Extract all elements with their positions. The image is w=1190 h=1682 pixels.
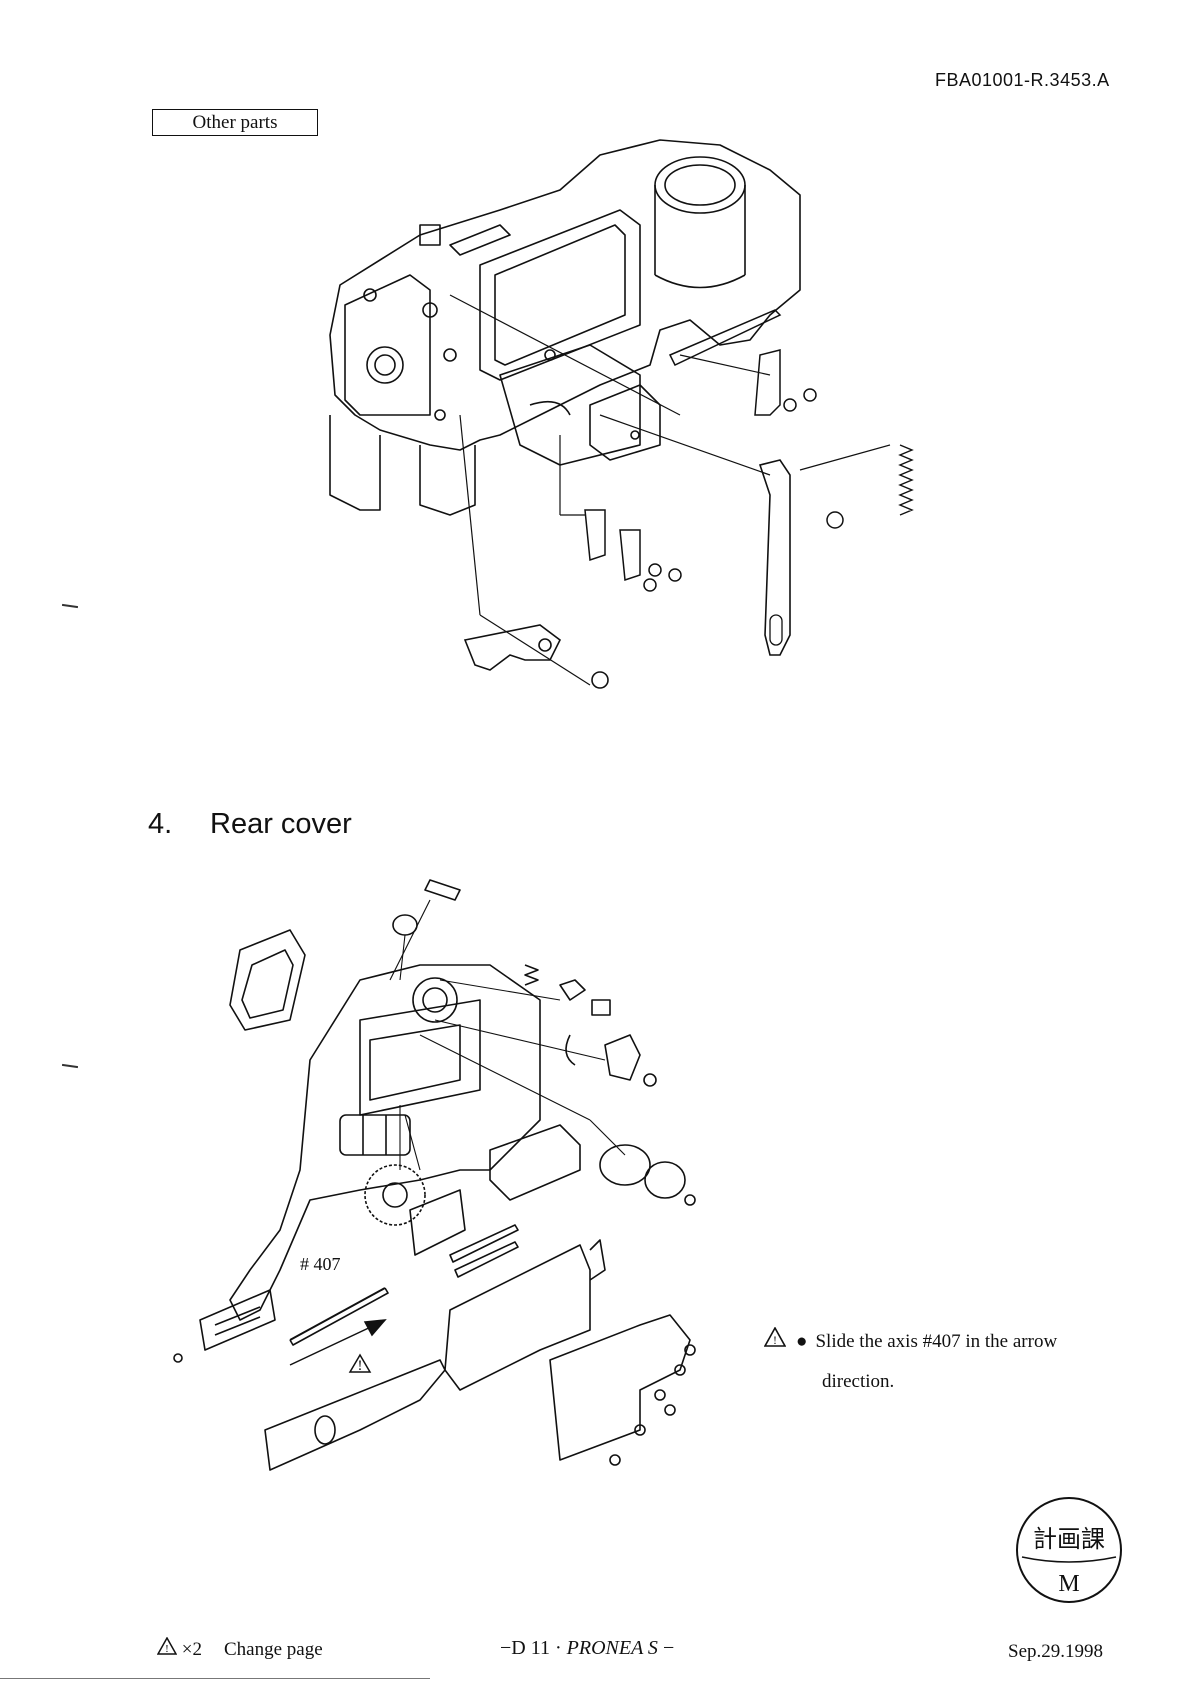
coil-spring: [900, 445, 912, 515]
section-heading: 4.Rear cover: [148, 808, 352, 841]
camera-body-outline: [330, 140, 800, 450]
contact-plate: [585, 510, 605, 560]
section-title: Rear cover: [210, 808, 352, 840]
note-line-2: direction.: [764, 1362, 1144, 1402]
bottom-rule: [0, 1678, 430, 1679]
release-lever: [465, 625, 560, 670]
document-code: FBA01001-R.3453.A: [935, 70, 1110, 91]
bracket-part: [755, 350, 780, 415]
footer-date: Sep.29.1998: [1008, 1641, 1103, 1663]
rear-cover-frame: [230, 965, 540, 1320]
flex-strip: [265, 1360, 445, 1470]
section-number: 4.: [148, 808, 210, 841]
mode-dial: [413, 978, 457, 1022]
dial-disc: [600, 1145, 650, 1185]
direction-arrow: [290, 1320, 385, 1365]
page-suffix: −: [658, 1637, 674, 1659]
svg-text:計画課: 計画課: [1033, 1525, 1105, 1553]
approval-stamp: 計画課 M: [1014, 1495, 1124, 1605]
rear-cover-diagram: ! # 407: [160, 870, 780, 1590]
eyecup: [230, 930, 305, 1030]
footer-page-number: −D 11 · PRONEA S −: [500, 1637, 674, 1660]
page-number: −D 11 ·: [500, 1637, 567, 1659]
warning-triangle-icon: !: [350, 1355, 370, 1374]
bullet-icon: ●: [796, 1322, 807, 1362]
svg-text:!: !: [358, 1358, 363, 1374]
warning-triangle-icon: !: [157, 1639, 182, 1660]
change-count: ×2: [182, 1639, 202, 1660]
note-line-1: Slide the axis #407 in the arrow: [815, 1331, 1057, 1352]
assembly-note: ! ● Slide the axis #407 in the arrow dire…: [764, 1322, 1144, 1402]
svg-text:!: !: [165, 1643, 169, 1655]
circuit-board: [445, 1245, 590, 1390]
change-page-label: Change page: [224, 1639, 323, 1660]
footer-change-page: ! ×2 Change page: [157, 1637, 323, 1661]
margin-mark: [62, 1064, 78, 1068]
dial-cover: [605, 1035, 640, 1080]
svg-text:!: !: [773, 1333, 777, 1347]
warning-triangle-icon: !: [764, 1322, 786, 1362]
other-parts-diagram: [300, 115, 1020, 755]
gear-wheel: [365, 1165, 425, 1225]
lcd-panel: [410, 1190, 465, 1255]
data-back-panel: [200, 1290, 275, 1350]
axis-pin: [425, 880, 460, 900]
rubber-keypad: [490, 1125, 580, 1200]
product-name: PRONEA S: [567, 1637, 658, 1659]
margin-mark: [62, 604, 78, 608]
part-label-407: # 407: [300, 1254, 341, 1274]
lever-arm: [760, 460, 790, 655]
svg-text:M: M: [1058, 1571, 1079, 1597]
section-label-box: Other parts: [152, 109, 318, 136]
